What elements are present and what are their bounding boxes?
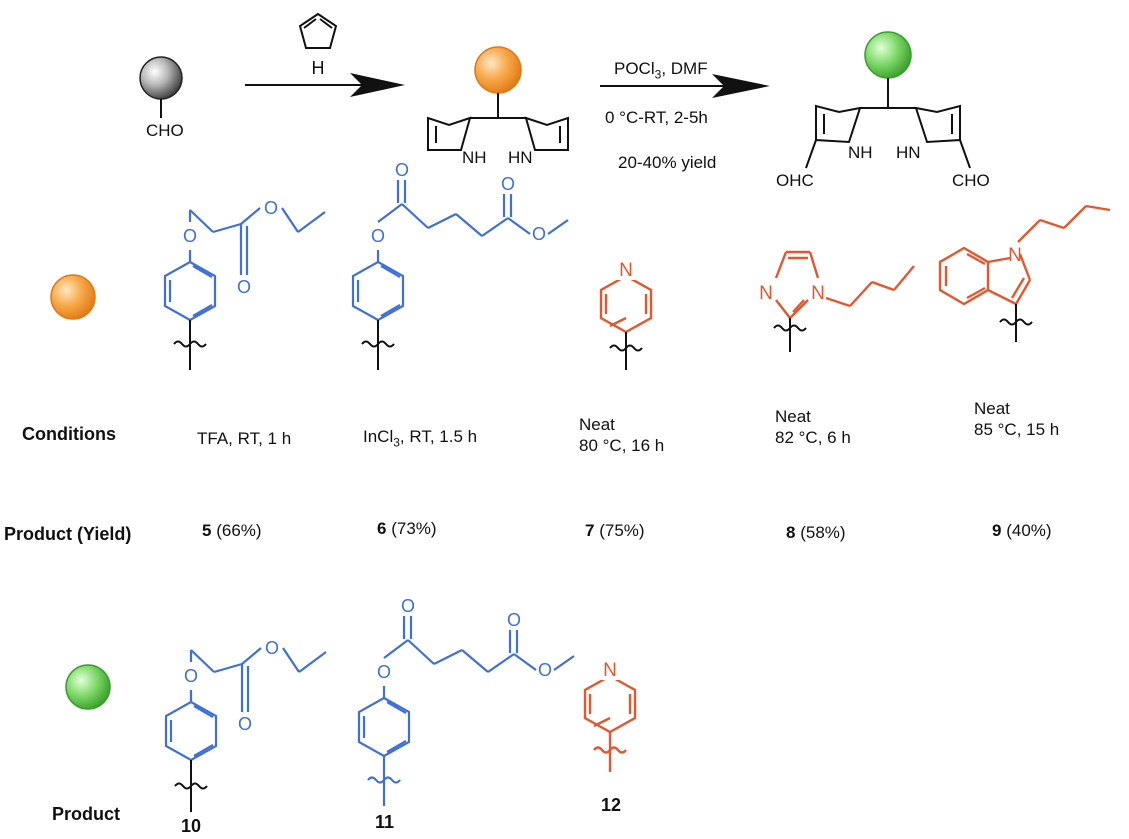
reagent-sub: 3 bbox=[654, 67, 662, 82]
green-sphere bbox=[864, 31, 912, 79]
ohc-label: OHC bbox=[776, 171, 814, 190]
dipyrrole-nh: NH bbox=[462, 148, 487, 167]
atom-o: O bbox=[377, 662, 391, 682]
step2-reagents: POCl3, DMF bbox=[614, 58, 708, 85]
dipyrromethane bbox=[427, 93, 569, 151]
substituent-9 bbox=[938, 204, 1111, 306]
conditions-heading: Conditions bbox=[22, 424, 116, 444]
compound-number: 6 bbox=[377, 519, 387, 538]
attachment-6 bbox=[361, 320, 395, 370]
atom-o: O bbox=[264, 198, 278, 218]
atom-o: O bbox=[238, 714, 252, 734]
atom-o: O bbox=[237, 277, 251, 297]
conditions-6-sub: 3 bbox=[393, 435, 400, 450]
cho-product-label: CHO bbox=[952, 171, 990, 190]
atom-o: O bbox=[401, 596, 415, 616]
compound-number: 9 bbox=[992, 521, 1002, 540]
substituent-5 bbox=[163, 207, 326, 322]
substituent-12 bbox=[583, 674, 637, 772]
atom-o: O bbox=[371, 226, 385, 246]
substituent-10 bbox=[164, 647, 327, 762]
substituent-7 bbox=[599, 274, 653, 334]
attachment-10 bbox=[174, 760, 208, 812]
arrowhead-2-icon bbox=[712, 74, 770, 98]
yield-5: 5 (66%) bbox=[202, 520, 262, 541]
green-sphere-legend bbox=[65, 664, 111, 710]
yield-percent: (40%) bbox=[1006, 521, 1052, 540]
gray-sphere bbox=[139, 56, 183, 100]
yield-8: 8 (58%) bbox=[786, 522, 846, 543]
atom-n: N bbox=[619, 260, 633, 281]
cho-label: CHO bbox=[146, 121, 184, 140]
attachment-8 bbox=[773, 318, 807, 352]
yield-percent: (66%) bbox=[216, 521, 262, 540]
conditions-8: Neat 82 °C, 6 h bbox=[775, 406, 851, 448]
yield-percent: (75%) bbox=[599, 521, 645, 540]
atom-o: O bbox=[184, 666, 198, 686]
orange-sphere-legend bbox=[50, 274, 96, 320]
conditions-5: TFA, RT, 1 h bbox=[197, 429, 292, 448]
atom-n: N bbox=[811, 283, 825, 304]
atom-n: N bbox=[1008, 245, 1022, 266]
attachment-9 bbox=[999, 304, 1033, 342]
diformyl-dipyrromethane bbox=[805, 78, 971, 169]
attachment-7 bbox=[609, 332, 643, 370]
product-10-number: 10 bbox=[181, 816, 202, 836]
product-nh: NH bbox=[848, 143, 873, 162]
atom-o: O bbox=[538, 660, 552, 680]
conditions-7: Neat 80 °C, 16 h bbox=[579, 414, 664, 456]
yield-percent: (58%) bbox=[800, 523, 846, 542]
conditions-7-line1: Neat bbox=[579, 415, 615, 434]
atom-n: N bbox=[603, 660, 617, 681]
substituent-11 bbox=[357, 616, 575, 806]
compound-number: 5 bbox=[202, 521, 212, 540]
product-11-number: 11 bbox=[375, 812, 395, 832]
conditions-7-line2: 80 °C, 16 h bbox=[579, 436, 665, 455]
product-yield-heading: Product (Yield) bbox=[4, 524, 132, 544]
step2-yield: 20-40% yield bbox=[618, 153, 717, 172]
atom-o: O bbox=[395, 160, 409, 180]
conditions-6-rest: , RT, 1.5 h bbox=[399, 427, 478, 446]
pyrrole-h-atom: H bbox=[312, 58, 325, 78]
yield-7: 7 (75%) bbox=[585, 520, 645, 541]
conditions-6: InCl3, RT, 1.5 h bbox=[363, 426, 477, 453]
attachment-5 bbox=[173, 320, 207, 370]
product-12-number: 12 bbox=[601, 795, 622, 815]
pyrrole-reagent bbox=[298, 12, 338, 49]
atom-o: O bbox=[507, 610, 521, 630]
conditions-9-line2: 85 °C, 15 h bbox=[974, 420, 1060, 439]
step2-temperature: 0 °C-RT, 2-5h bbox=[605, 108, 708, 127]
conditions-6-reagent: InCl bbox=[363, 427, 394, 446]
atom-n: N bbox=[759, 283, 773, 304]
product-heading: Product bbox=[52, 804, 121, 824]
reagent-pocl: POCl bbox=[614, 59, 655, 78]
arrowhead-1-icon bbox=[350, 73, 405, 97]
conditions-9-line1: Neat bbox=[974, 399, 1010, 418]
yield-percent: (73%) bbox=[391, 519, 437, 538]
atom-o: O bbox=[183, 226, 197, 246]
dipyrrole-hn: HN bbox=[508, 148, 533, 167]
orange-sphere bbox=[474, 46, 522, 94]
compound-number: 8 bbox=[786, 523, 796, 542]
compound-number: 7 bbox=[585, 521, 595, 540]
conditions-8-line2: 82 °C, 6 h bbox=[775, 428, 851, 447]
substituent-8 bbox=[774, 250, 915, 319]
reagent-dmf: , DMF bbox=[661, 59, 708, 78]
substituent-6 bbox=[351, 180, 569, 322]
conditions-8-line1: Neat bbox=[775, 407, 811, 426]
yield-6: 6 (73%) bbox=[377, 518, 437, 539]
product-hn: HN bbox=[896, 143, 921, 162]
conditions-9: Neat 85 °C, 15 h bbox=[974, 398, 1059, 440]
atom-o: O bbox=[532, 224, 546, 244]
atom-o: O bbox=[265, 638, 279, 658]
yield-9: 9 (40%) bbox=[992, 520, 1052, 541]
atom-o: O bbox=[501, 174, 515, 194]
